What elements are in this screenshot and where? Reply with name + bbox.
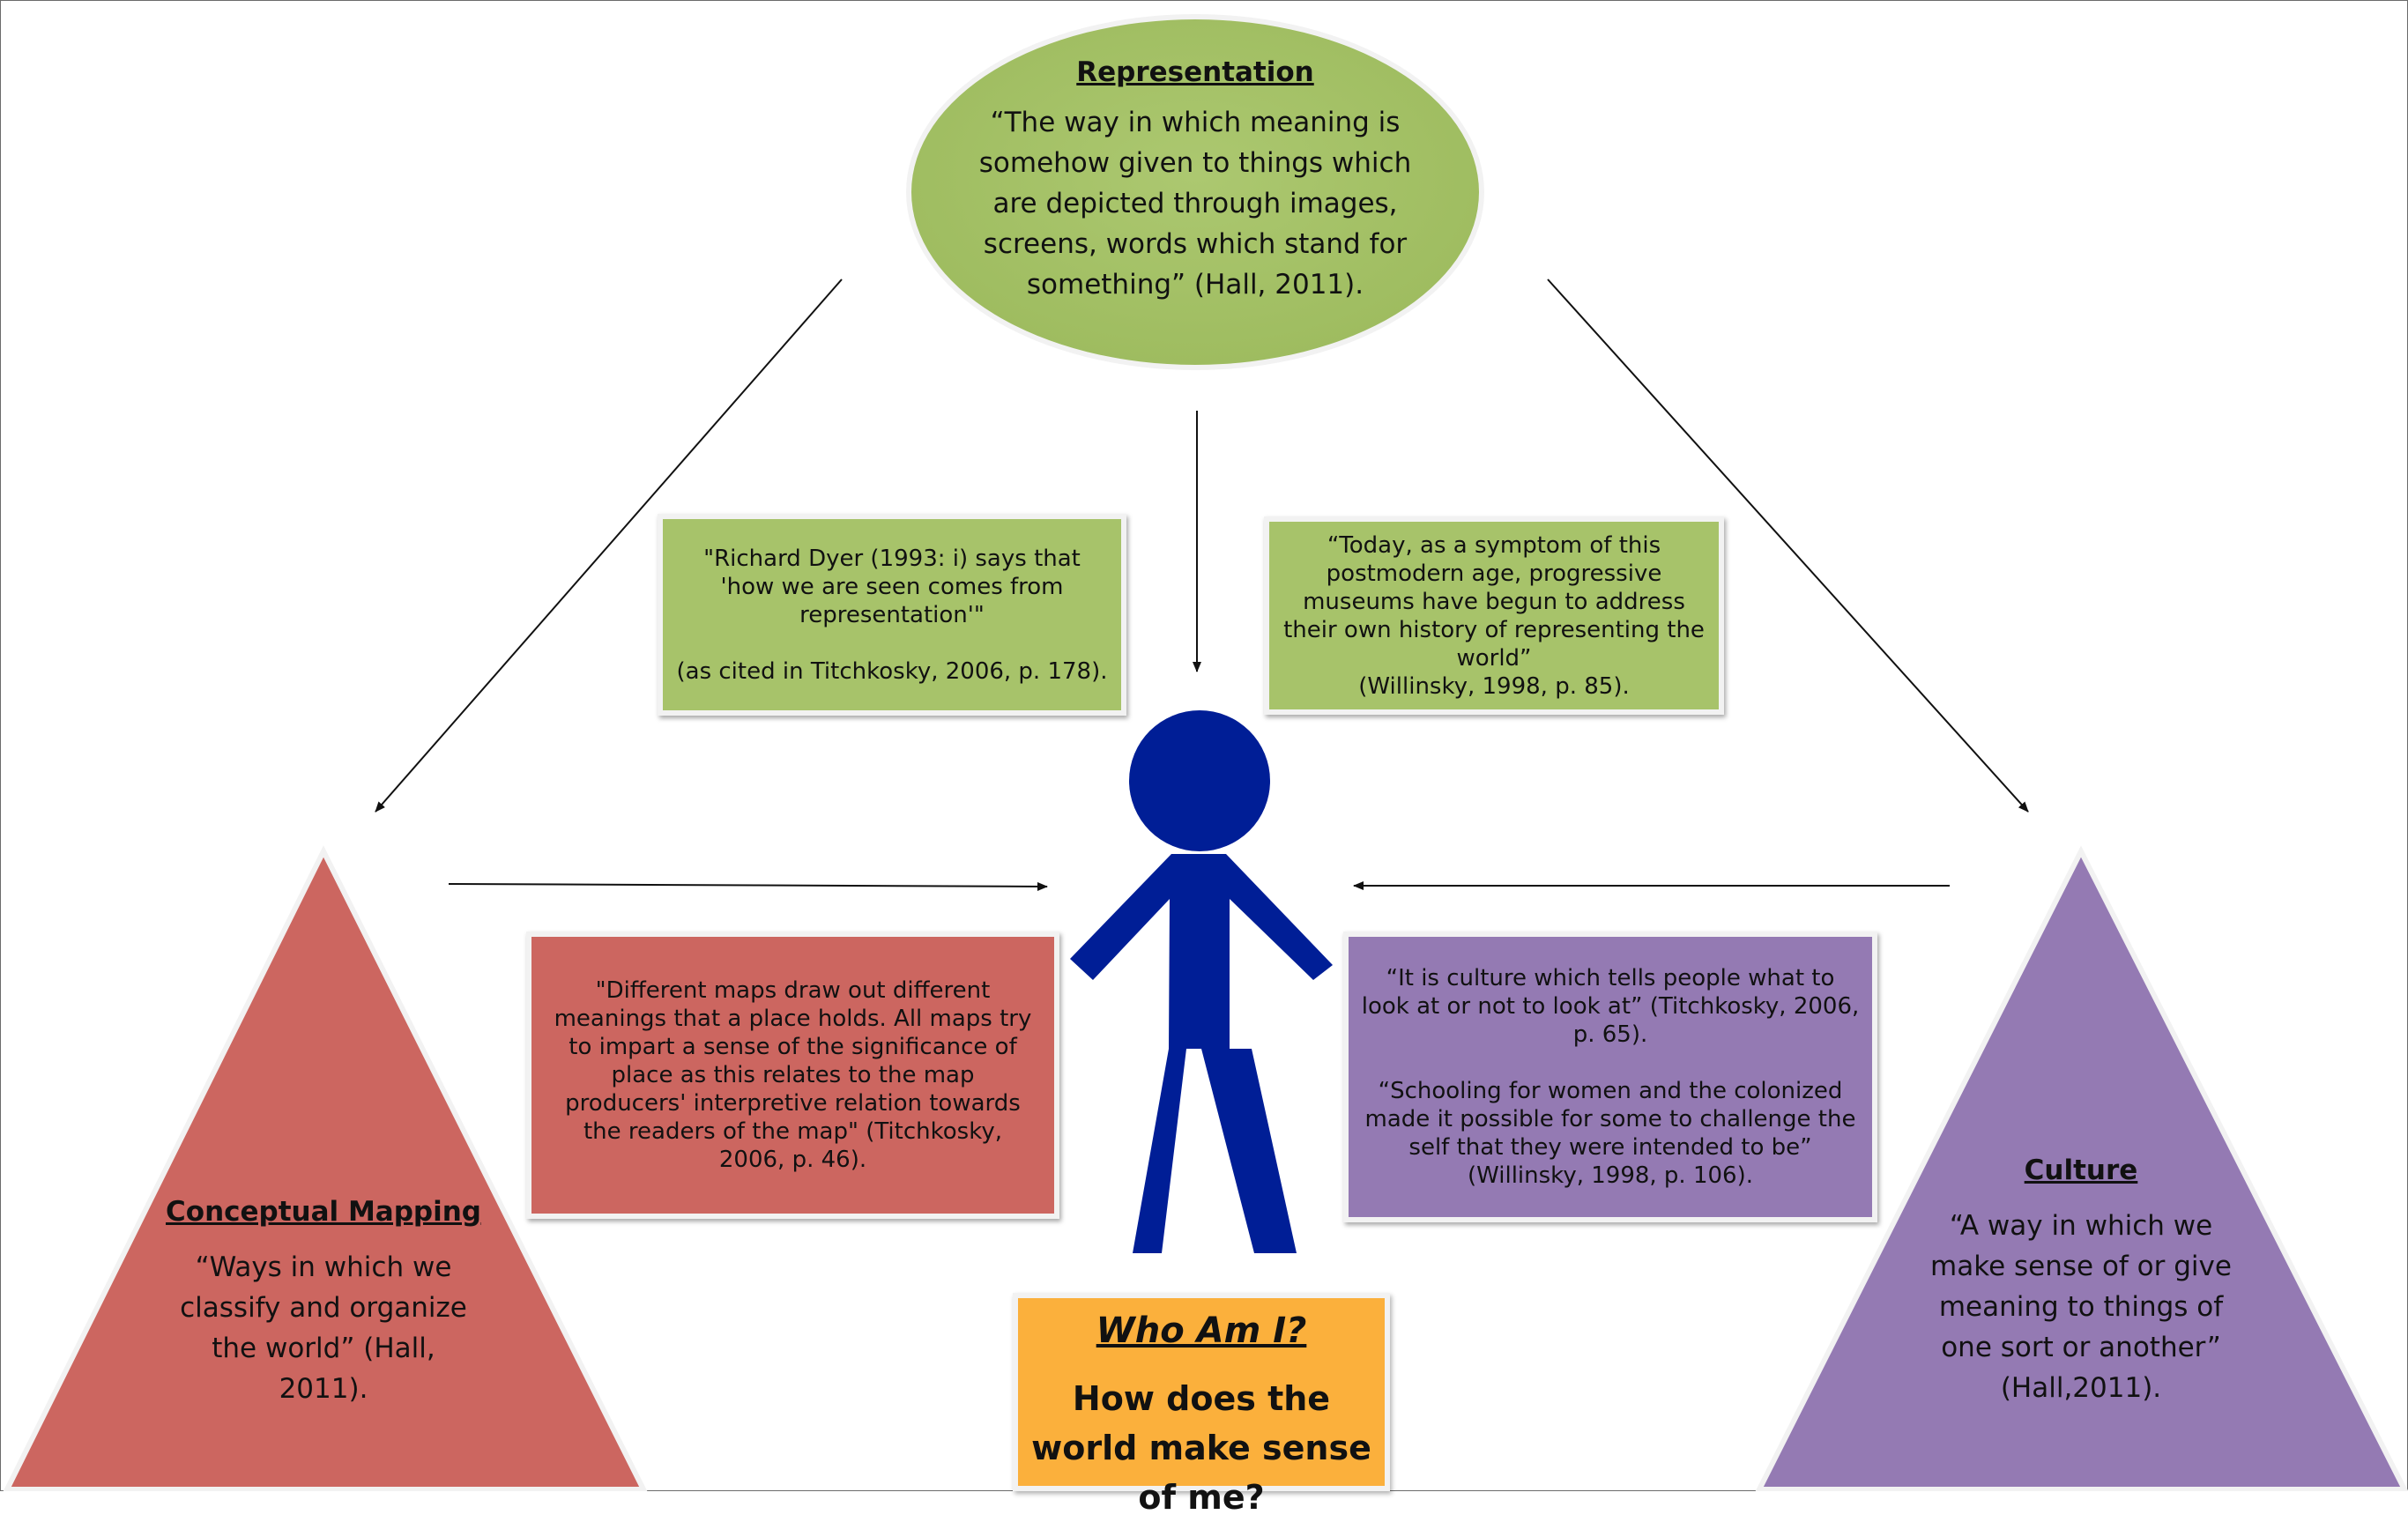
culture-title: Culture xyxy=(2024,1154,2138,1186)
dyer-quote: "Richard Dyer (1993: i) says that 'how w… xyxy=(703,545,1081,628)
culture-definition: “A way in which we make sense of or give… xyxy=(1930,1210,2232,1404)
representation-title: Representation xyxy=(1076,56,1314,88)
maps-quote: "Different maps draw out different meani… xyxy=(554,977,1032,1173)
conceptual-mapping-triangle xyxy=(3,845,648,1491)
museums-citation: (Willinsky, 1998, p. 85). xyxy=(1358,672,1630,700)
culture-text: Culture “A way in which we make sense of… xyxy=(1918,1153,2244,1408)
culture-look-quote: “It is culture which tells people what t… xyxy=(1361,965,1860,1048)
representation-definition: “The way in which meaning is somehow giv… xyxy=(978,107,1412,301)
dyer-quote-box: "Richard Dyer (1993: i) says that 'how w… xyxy=(658,514,1126,716)
who-am-i-question: How does the world make sense of me? xyxy=(1031,1379,1371,1517)
who-am-i-box: Who Am I? How does the world make sense … xyxy=(1013,1293,1390,1517)
schooling-quote: “Schooling for women and the colonized m… xyxy=(1364,1078,1856,1189)
culture-quotes-box: “It is culture which tells people what t… xyxy=(1343,932,1877,1222)
diagram-canvas xyxy=(3,14,2408,1491)
museums-quote-box: “Today, as a symptom of this postmodern … xyxy=(1264,516,1724,715)
dyer-citation: (as cited in Titchkosky, 2006, p. 178). xyxy=(676,657,1108,685)
stick-figure-icon xyxy=(1070,710,1333,1253)
arrow-representation-to-culture xyxy=(1547,278,2029,813)
museums-quote: “Today, as a symptom of this postmodern … xyxy=(1283,531,1705,672)
who-am-i-title: Who Am I? xyxy=(1096,1310,1307,1351)
arrow-representation-to-mapping xyxy=(375,278,843,813)
conceptual-mapping-definition: “Ways in which we classify and organize … xyxy=(180,1251,467,1405)
arrow-mapping-to-figure xyxy=(448,881,1048,891)
representation-text: Representation “The way in which meaning… xyxy=(975,55,1416,305)
representation-oval-fill xyxy=(911,19,1479,365)
culture-triangle xyxy=(1755,845,2408,1491)
conceptual-mapping-text: Conceptual Mapping “Ways in which we cla… xyxy=(164,1194,483,1409)
conceptual-mapping-title: Conceptual Mapping xyxy=(166,1196,481,1228)
maps-quote-box: "Different maps draw out different meani… xyxy=(526,932,1059,1219)
